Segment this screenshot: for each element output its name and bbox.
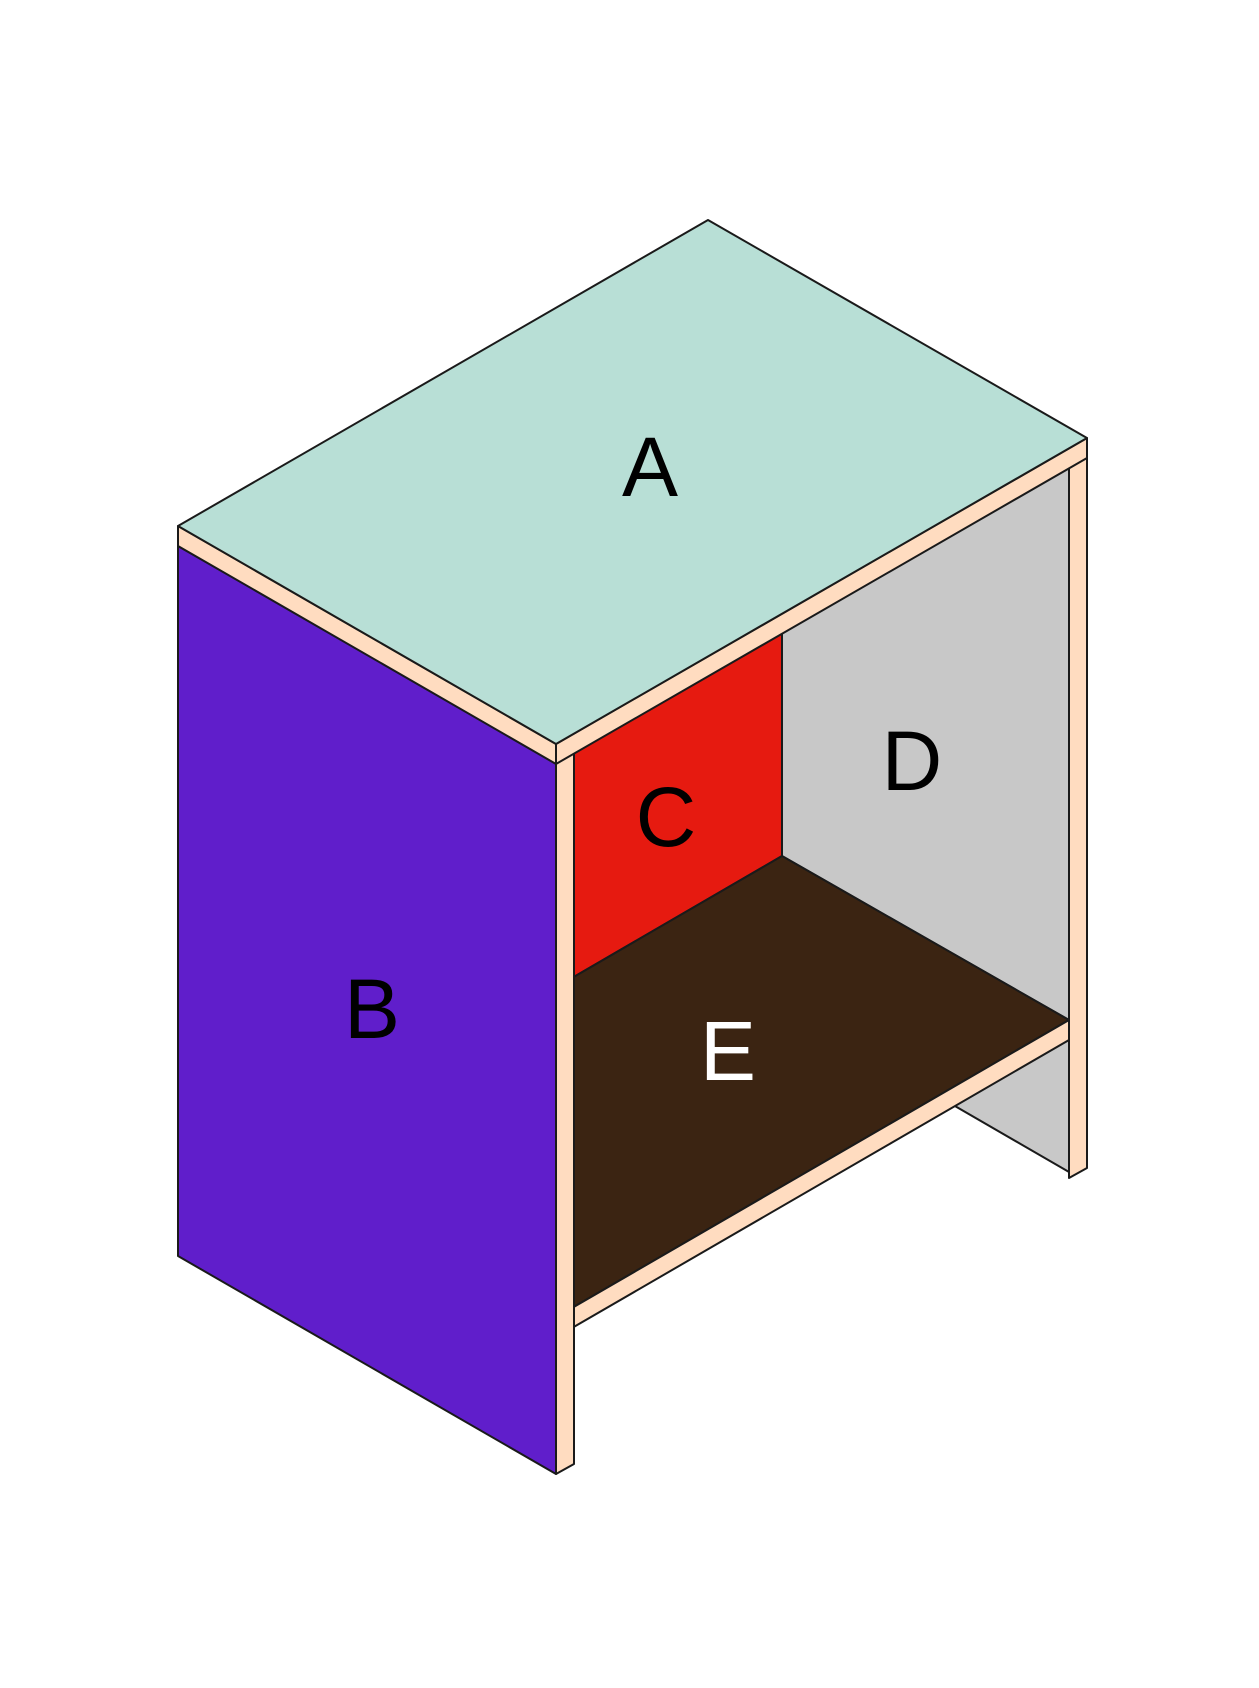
label-c: C xyxy=(636,770,697,864)
panel-a xyxy=(177,219,1088,745)
label-d: D xyxy=(882,714,943,808)
label-e: E xyxy=(700,1004,756,1098)
label-b: B xyxy=(344,962,400,1056)
left-front-edge xyxy=(555,751,575,1475)
right-front-edge xyxy=(1068,447,1088,1179)
label-a: A xyxy=(622,420,678,514)
